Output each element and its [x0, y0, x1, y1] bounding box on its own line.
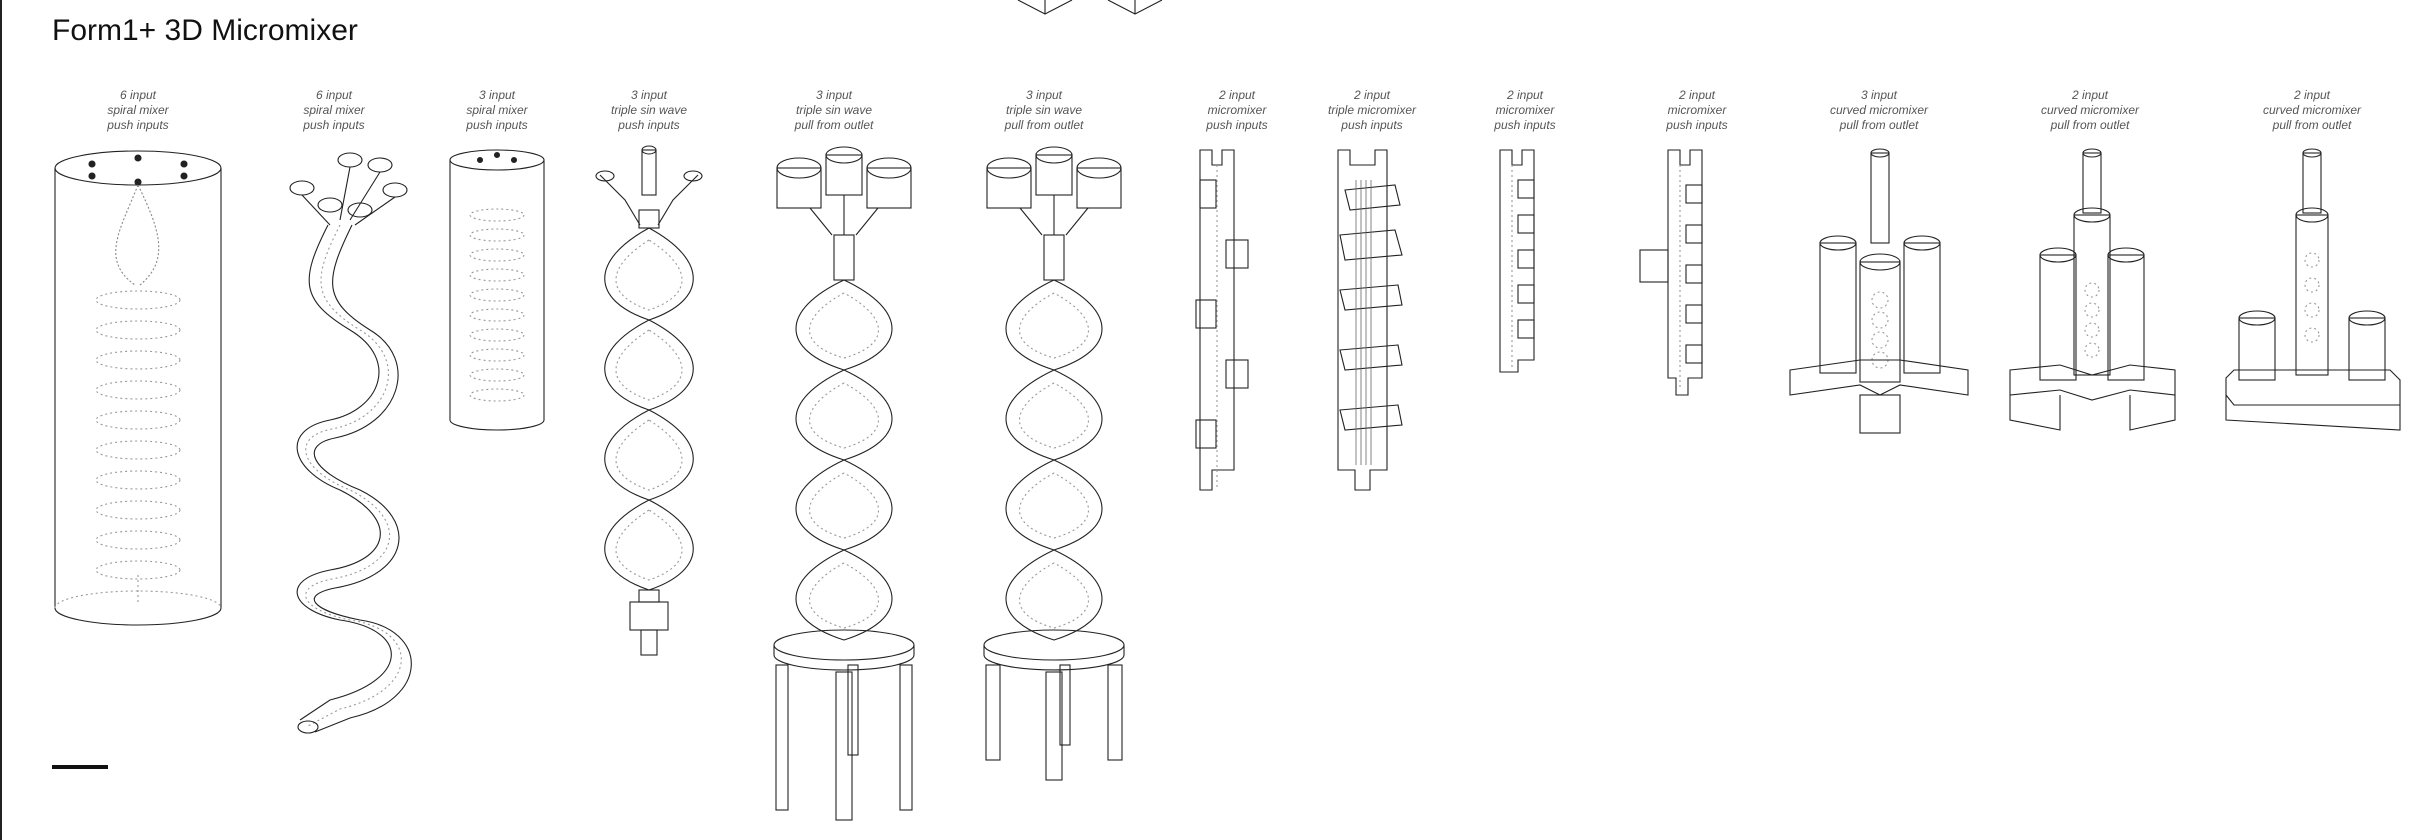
top-cube-fragments [1017, 0, 1163, 15]
page-left-border [0, 0, 2, 840]
mixer-drawing-4 [595, 145, 703, 656]
mixer-drawing-12 [2009, 148, 2176, 431]
mixer-drawing-9 [1499, 149, 1535, 373]
page-title: Form1+ 3D Micromixer [52, 14, 358, 47]
mixer-drawing-11 [1789, 148, 1969, 434]
mixer-drawing-5 [773, 146, 915, 821]
mixer-drawing-2 [289, 152, 412, 734]
mixer-drawing-8 [1337, 149, 1403, 491]
mixer-drawing-6 [983, 146, 1125, 781]
mixer-drawing-1 [54, 150, 222, 626]
mixer-drawing-7 [1195, 149, 1249, 491]
mixer-drawing-13 [2225, 148, 2401, 431]
scale-bar [52, 765, 108, 769]
mixer-drawing-3 [449, 149, 545, 431]
mixer-drawing-10 [1639, 149, 1703, 396]
